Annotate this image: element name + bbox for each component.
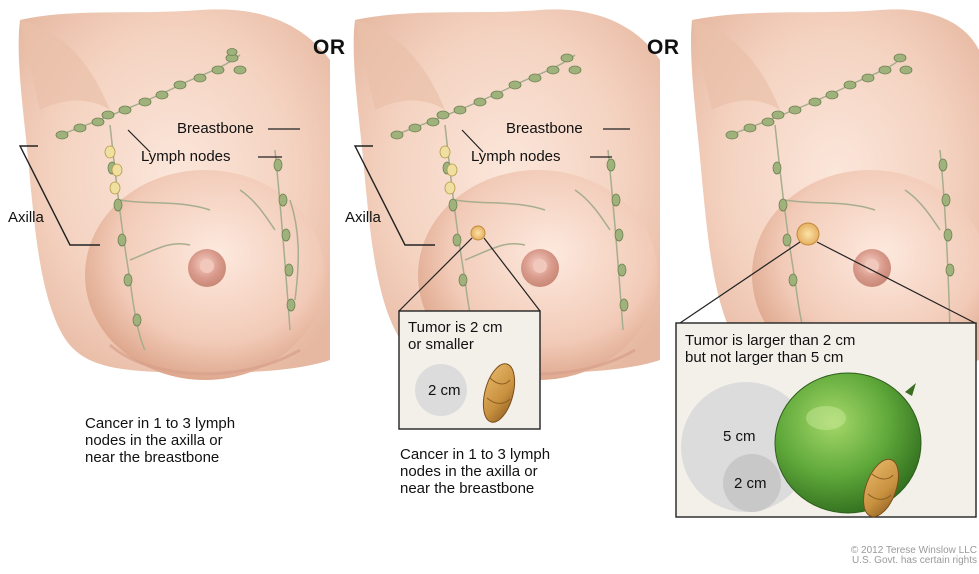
size-label-5cm: 5 cm xyxy=(723,428,756,445)
lime-icon xyxy=(775,373,921,513)
size-label-2cm: 2 cm xyxy=(428,382,461,399)
or-separator-2: OR xyxy=(647,36,680,60)
lymph-nodes-label: Lymph nodes xyxy=(141,148,231,165)
axilla-label: Axilla xyxy=(8,209,44,226)
inset-title: Tumor is 2 cm or smaller xyxy=(408,319,502,353)
inset-title: Tumor is larger than 2 cm but not larger… xyxy=(685,332,855,366)
panel-3-illustration xyxy=(676,9,979,521)
small-tumor xyxy=(471,226,485,240)
breastbone-label: Breastbone xyxy=(177,120,254,137)
nipple-center xyxy=(200,259,214,273)
nipple-center xyxy=(865,259,879,273)
panel-2-caption: Cancer in 1 to 3 lymph nodes in the axil… xyxy=(400,446,550,497)
or-separator-1: OR xyxy=(313,36,346,60)
axilla-label: Axilla xyxy=(345,209,381,226)
copyright-notice: © 2012 Terese Winslow LLC U.S. Govt. has… xyxy=(851,546,977,566)
larger-tumor xyxy=(797,223,819,245)
lymph-nodes-label: Lymph nodes xyxy=(471,148,561,165)
size-label-2cm: 2 cm xyxy=(734,475,767,492)
nipple-center xyxy=(533,259,547,273)
panel-1-caption: Cancer in 1 to 3 lymph nodes in the axil… xyxy=(85,415,235,466)
breastbone-label: Breastbone xyxy=(506,120,583,137)
panel-1-illustration xyxy=(19,9,330,380)
